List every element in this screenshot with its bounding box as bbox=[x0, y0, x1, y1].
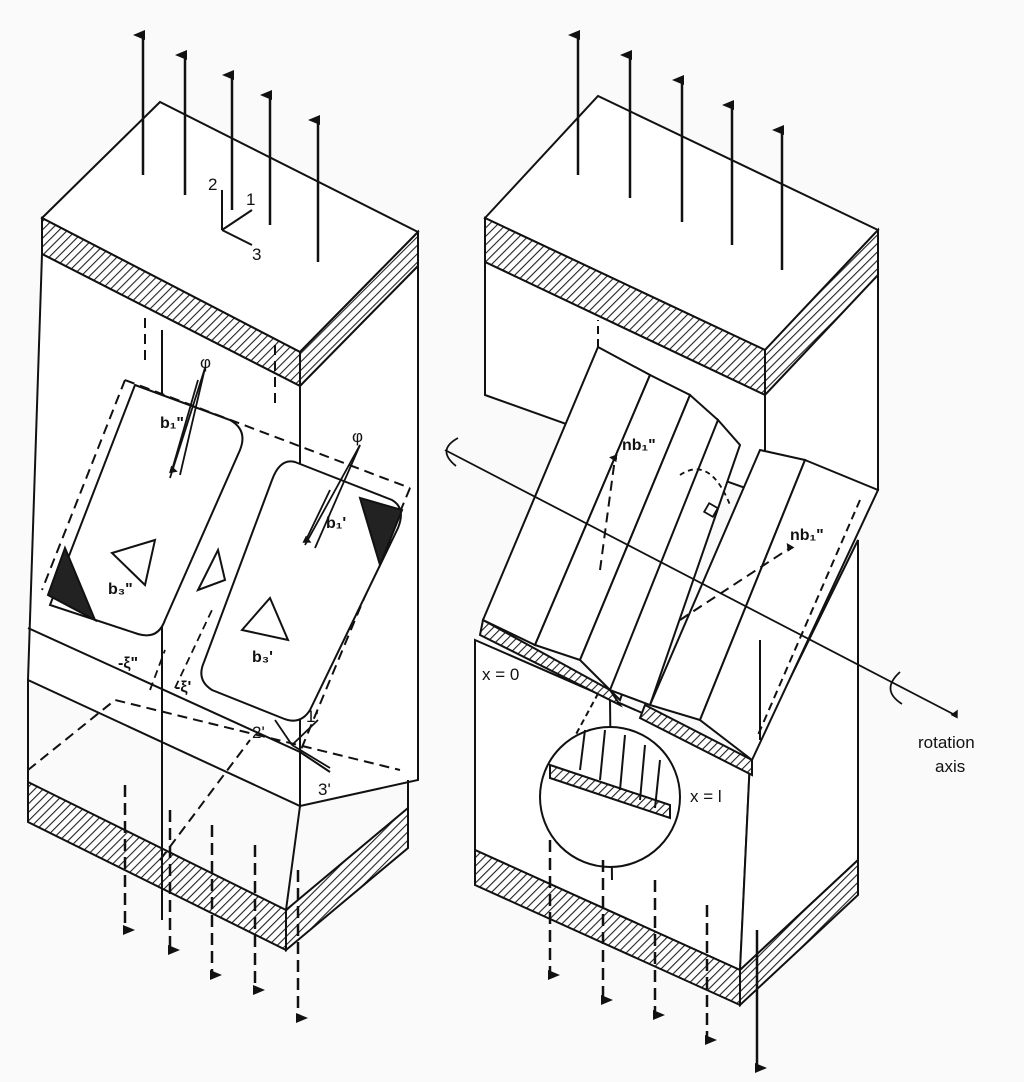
x-equals-0-label: x = 0 bbox=[482, 665, 519, 684]
left-bottom-hatch-side bbox=[285, 805, 409, 953]
dislocation-loop-left bbox=[48, 383, 244, 637]
phi-right-label: φ bbox=[352, 427, 363, 446]
rotation-label-line1: rotation bbox=[918, 733, 975, 752]
b1-prime-label: b₁' bbox=[326, 515, 346, 532]
rotation-label-line2: axis bbox=[935, 757, 965, 776]
rotation-axis bbox=[444, 437, 958, 719]
b3-double-prime-label: b₃" bbox=[108, 581, 133, 598]
right-bottom-hatch-side bbox=[739, 857, 859, 1008]
axis-1p-label: 1' bbox=[306, 707, 319, 726]
right-tension-arrows-top bbox=[568, 30, 784, 270]
left-block bbox=[26, 100, 420, 953]
axis-2-label: 2 bbox=[208, 175, 217, 194]
b3-prime-label: b₃' bbox=[252, 649, 273, 666]
nb1-right-label: nb₁" bbox=[790, 527, 824, 544]
phi-top-label: φ bbox=[200, 353, 211, 372]
right-block bbox=[474, 94, 880, 1008]
left-tension-arrows-top bbox=[133, 30, 320, 262]
dislocation-loop-right bbox=[200, 460, 402, 722]
xi-double-prime-label: -ξ" bbox=[118, 655, 138, 672]
x-equals-l-label: x = l bbox=[690, 787, 722, 806]
left-axis-triad bbox=[221, 190, 253, 246]
nb1-arrows bbox=[599, 454, 795, 621]
axis-1-label: 1 bbox=[246, 190, 255, 209]
left-burgers-lines bbox=[149, 367, 361, 769]
right-tension-arrows-bottom bbox=[548, 840, 767, 1073]
left-bottom-hatch-front bbox=[27, 780, 287, 952]
xi-prime-label: -ξ' bbox=[175, 679, 191, 696]
left-tension-arrows-bottom bbox=[123, 785, 308, 1023]
axis-3-label: 3 bbox=[252, 245, 261, 264]
b1-double-prime-label: b₁" bbox=[160, 415, 184, 432]
axis-3p-label: 3' bbox=[318, 780, 331, 799]
nb1-top-label: nb₁" bbox=[622, 437, 656, 454]
axis-2p-label: 2' bbox=[252, 723, 265, 742]
magnifier-inset bbox=[539, 726, 681, 868]
